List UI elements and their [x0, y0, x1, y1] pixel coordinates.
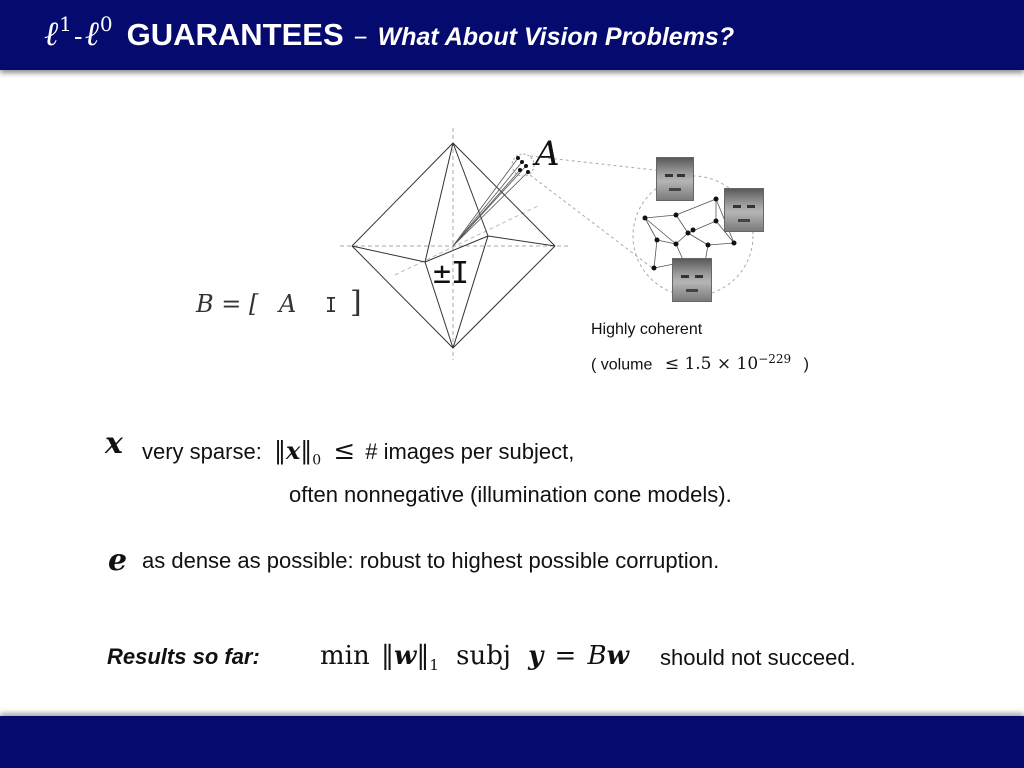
caption-vol-open: ( volume	[591, 356, 653, 374]
bullet-x-symbol: x	[105, 426, 123, 461]
formula-norm-close: ‖	[416, 641, 430, 671]
formula-B: B	[587, 641, 607, 671]
label-B-eq: B = [	[195, 290, 259, 318]
title-separator: –	[353, 19, 368, 52]
face-image-3	[672, 258, 712, 302]
zoom-circle-small	[511, 153, 535, 177]
label-pm-I: ±I	[433, 256, 469, 291]
formula-norm-open: ‖	[380, 641, 394, 671]
formula-sub1: 1	[429, 656, 439, 675]
face-image-2	[724, 188, 764, 232]
formula-min: min	[320, 641, 370, 671]
sup-one: 1	[59, 12, 72, 36]
norm-sub: 0	[312, 452, 322, 469]
results-formula: min ‖w‖1 subj y = Bw	[320, 640, 629, 674]
title-main: GUARANTEES	[126, 17, 344, 52]
column-spike	[452, 157, 529, 247]
label-B-A: A	[277, 290, 296, 318]
formula-w: w	[393, 641, 417, 671]
label-B-I: I	[325, 293, 337, 317]
results-tail: should not succeed.	[660, 645, 856, 670]
bullet-e-text: as dense as possible: robust to highest …	[142, 548, 720, 573]
norm-close: ‖	[300, 437, 313, 465]
caption-vol-exp: −229	[758, 352, 792, 366]
ell-symbol-0: ℓ	[84, 14, 99, 54]
polytope-edges	[351, 142, 556, 349]
formula-w2: w	[606, 641, 630, 671]
caption-highly-coherent: Highly coherent	[591, 321, 703, 338]
face-image-1	[656, 157, 694, 201]
bullet-x-rest: # images per subject,	[365, 439, 575, 464]
label-A: A	[532, 134, 560, 174]
footer-bar	[0, 716, 1024, 768]
bullet-x-line: very sparse: ‖x‖0 ≤ # images per subject…	[142, 436, 574, 468]
zoom-line-bottom	[529, 174, 656, 271]
results-label: Results so far:	[107, 644, 260, 669]
ell-symbol-1: ℓ	[44, 14, 59, 54]
sup-zero: 0	[99, 12, 113, 36]
bullet-x-line2: often nonnegative (illumination cone mod…	[289, 482, 732, 507]
axis-diagonal	[394, 204, 541, 276]
formula-subj: subj	[456, 641, 511, 671]
formula-eq: =	[554, 641, 577, 671]
bullet-e-symbol: e	[108, 543, 128, 578]
norm-var: x	[285, 436, 301, 465]
title-dash: -	[73, 22, 83, 52]
bullet-x-text: very sparse:	[142, 439, 262, 464]
formula-y: y	[528, 641, 544, 671]
caption-vol-close: )	[803, 356, 809, 374]
norm-leq: ≤	[333, 436, 356, 466]
norm-open: ‖	[273, 437, 286, 465]
title-subtitle: What About Vision Problems?	[377, 23, 735, 51]
caption-vol-math: ≤ 1.5 × 10	[664, 354, 759, 375]
column-points	[516, 156, 530, 174]
label-B-close: ]	[350, 285, 362, 320]
caption-volume: ( volume ≤ 1.5 × 10−229 )	[591, 352, 809, 374]
